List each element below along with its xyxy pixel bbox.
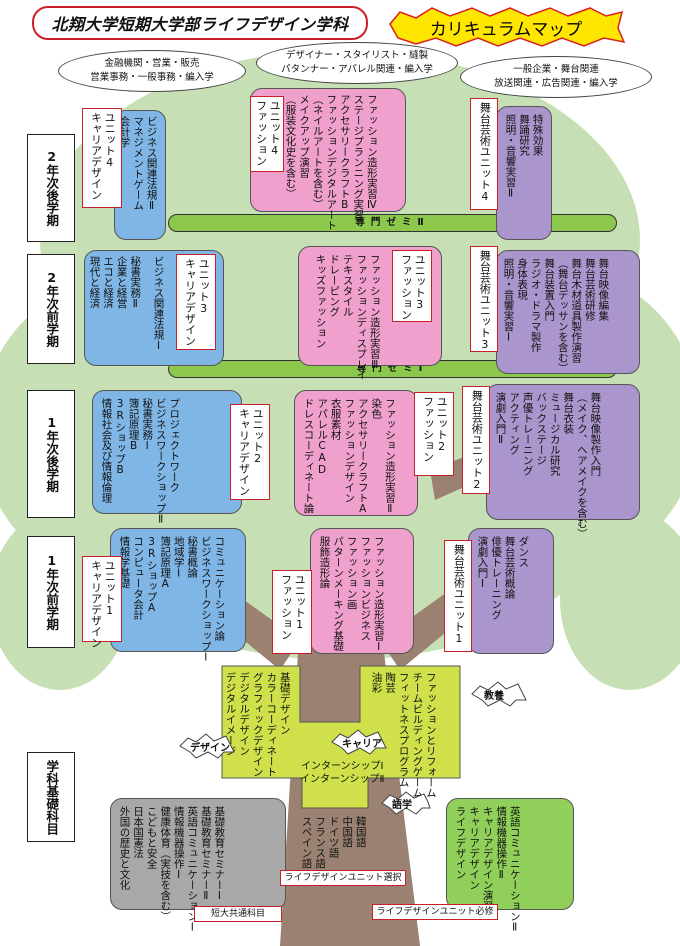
career-burst bbox=[331, 729, 387, 755]
career-oval-business: 金融機関・営業・販売営業事務・一般事務・編入学 bbox=[58, 50, 246, 92]
title-banner: 北翔大学短期大学部ライフデザイン学科 bbox=[32, 6, 368, 40]
design-burst bbox=[179, 733, 235, 759]
semester-2-early: 2年次前学期 bbox=[27, 254, 75, 364]
unit-select-label: ライフデザインユニット選択 bbox=[280, 870, 406, 886]
common-subjects-label: 短大共通科目 bbox=[194, 906, 282, 922]
fashion2-subjects: ファッション造形実習Ⅱ 染色 アクセサリークラフトA ファッションデザイン 衣服… bbox=[302, 398, 396, 515]
language-burst bbox=[381, 791, 431, 815]
semester-1-late: 1年次後学期 bbox=[27, 390, 75, 518]
fashion4-subjects: ファッション造形実習Ⅳ ステージプランニング実習 アクセサリークラフトB ファッ… bbox=[284, 94, 378, 231]
fashion3-subjects: ファッション造形実習Ⅲ ファッションディスプレイ テキスタイル ドレーピング キ… bbox=[314, 254, 381, 380]
stage3-unit-label: 舞台芸術ユニット3 bbox=[470, 246, 498, 352]
common-subjects: 基礎教育セミナーⅠ 基礎教育セミナーⅡ 英語コミュニケーションⅠ 情報機器操作Ⅰ… bbox=[118, 806, 226, 934]
fashion1-subjects: ファッション造形実習Ⅰ ファッションビジネス ファッション画 パターンメーキング… bbox=[318, 536, 385, 653]
required-subjects: 英語コミュニケーションⅡ 情報機器操作Ⅱ キャリアデザイン演習 キャリアデザイン… bbox=[454, 806, 521, 934]
stage2-block bbox=[486, 384, 640, 520]
stage4-unit-label: 舞台芸術ユニット4 bbox=[470, 98, 498, 210]
stage2-subjects: 舞台映像製作入門 （メイク、ヘアメイクを含む） 舞台衣装 ミュージカル研究 バッ… bbox=[494, 392, 602, 539]
stage1-block bbox=[468, 528, 554, 654]
semester-2-late: 2年次後学期 bbox=[27, 134, 75, 242]
common-subjects-block bbox=[110, 798, 286, 910]
curriculum-map-burst: カリキュラムマップ bbox=[389, 7, 626, 47]
fashion1-block bbox=[310, 528, 414, 654]
fashion2-block bbox=[294, 390, 418, 516]
career1-block bbox=[110, 528, 246, 652]
stage2-unit-label: 舞台芸術ユニット2 bbox=[462, 386, 490, 494]
required-subjects-block bbox=[446, 798, 574, 910]
subtitle: カリキュラムマップ bbox=[430, 20, 583, 39]
career2-block bbox=[92, 390, 242, 514]
kyoyo-burst bbox=[471, 681, 527, 707]
semester-1-early: 1年次前学期 bbox=[27, 536, 75, 648]
foundation-kyoyo-subjects: ファッションとリフォーム チームビルディングゲーム フィットネスプログラム 陶芸… bbox=[370, 672, 437, 798]
career3-subjects-right: ビジネス関連法規Ⅰ bbox=[152, 256, 165, 352]
career1-subjects: コミュニケーション論 ビジネスワークショップⅠ 秘書概論 地域学Ⅰ 簿記原理A … bbox=[118, 536, 226, 664]
career-oval-stage: 一般企業・舞台関連放送関連・広告関連・編入学 bbox=[460, 56, 652, 98]
career3-subjects: 秘書実務Ⅱ 企業と経営 エコと経済 現代と経済 bbox=[88, 256, 142, 310]
foundation-design-subjects: 基礎デザイン カラーコーディネート グラフィックデザイン デジタルデザイン デジ… bbox=[224, 672, 291, 777]
required-subjects-label: ライフデザインユニット必修 bbox=[372, 904, 498, 920]
semester-foundation: 学科基礎科目 bbox=[27, 752, 75, 842]
career4-subjects: ビジネス関連法規Ⅱ マネジメントゲーム 会計学 bbox=[118, 116, 158, 212]
foundation-language-subjects: 韓国語 中国語 ドイツ語 フランス語 スペイン語 bbox=[300, 816, 367, 869]
internship-text: インターンシップⅠ インターンシップⅡ bbox=[300, 761, 385, 785]
design-burst-label: デザイン bbox=[190, 743, 230, 754]
kyoyo-burst-label: 教養 bbox=[484, 691, 504, 702]
stage3-subjects: 舞台映像編集 舞台芸術研修 舞台木材道具製作演習 （舞台デッサンを含む） 舞台装… bbox=[502, 258, 610, 374]
stage1-subjects: ダンス 舞台芸術概論 俳優トレーニング 演劇入門Ⅰ bbox=[476, 536, 530, 620]
page-title: 北翔大学短期大学部ライフデザイン学科 bbox=[51, 15, 349, 34]
career-oval-fashion: デザイナー・スタイリスト・縫製パタンナー・アパレル関連・編入学 bbox=[256, 42, 458, 84]
career-burst-label: キャリア bbox=[342, 739, 382, 750]
career2-subjects: プロジェクトワーク ビジネスワークショップⅡ 秘書実務Ⅰ 簿記原理B 3Rショッ… bbox=[100, 398, 181, 526]
stage1-unit-label: 舞台芸術ユニット1 bbox=[444, 540, 472, 652]
stage4-subjects: 特殊効果 舞踊研究 照明・音響実習Ⅱ bbox=[504, 114, 544, 200]
language-burst-label: 語学 bbox=[392, 800, 412, 811]
